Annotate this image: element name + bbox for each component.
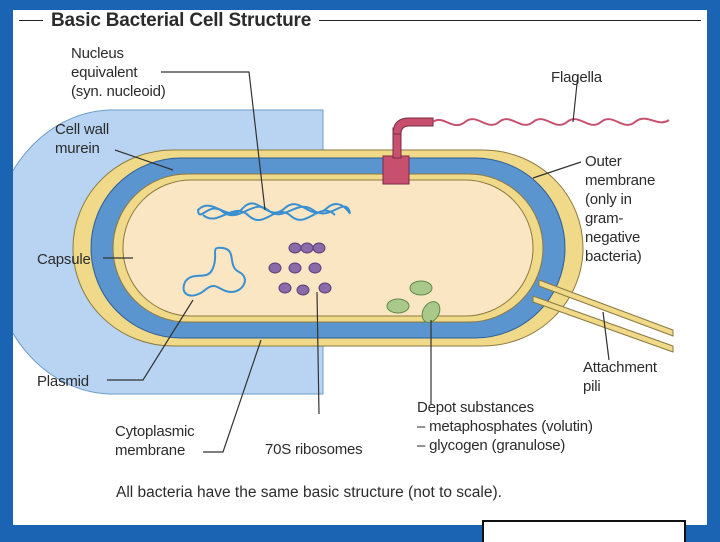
diagram-caption: All bacteria have the same basic structu… xyxy=(116,484,502,501)
plasmid-dna xyxy=(182,246,246,297)
label-capsule: Capsule xyxy=(37,251,91,268)
title-rule xyxy=(19,20,701,21)
label-depot-substances: Depot substances – metaphosphates (volut… xyxy=(417,399,593,454)
nucleoid-dna-2 xyxy=(202,209,336,222)
bacterial-cell-illustration xyxy=(13,71,674,453)
label-attachment-pili: Attachment pili xyxy=(583,359,657,395)
label-outer-membrane: Outer membrane (only in gram- negative b… xyxy=(585,153,656,265)
depot-granules xyxy=(386,280,441,323)
label-ribosomes: 70S ribosomes xyxy=(265,441,363,458)
label-flagella: Flagella xyxy=(551,69,602,86)
flagellum-wave xyxy=(432,117,670,127)
leader-lines xyxy=(103,71,610,453)
bottom-nav-box xyxy=(482,520,686,542)
ribosomes xyxy=(268,242,332,296)
diagram-frame: Basic Bacterial Cell Structure xyxy=(13,10,707,525)
cytoplasm xyxy=(122,179,534,317)
label-cell-wall-murein: Cell wall murein xyxy=(55,121,110,157)
attachment-pili xyxy=(532,279,674,353)
label-cytoplasmic-membrane: Cytoplasmic membrane xyxy=(115,423,195,459)
nucleoid-dna xyxy=(196,202,351,217)
diagram-title: Basic Bacterial Cell Structure xyxy=(43,10,320,32)
flagellum-base xyxy=(382,117,434,185)
label-nucleus-equivalent: Nucleus equivalent (syn. nucleoid) xyxy=(71,45,166,100)
label-plasmid: Plasmid xyxy=(37,373,89,390)
